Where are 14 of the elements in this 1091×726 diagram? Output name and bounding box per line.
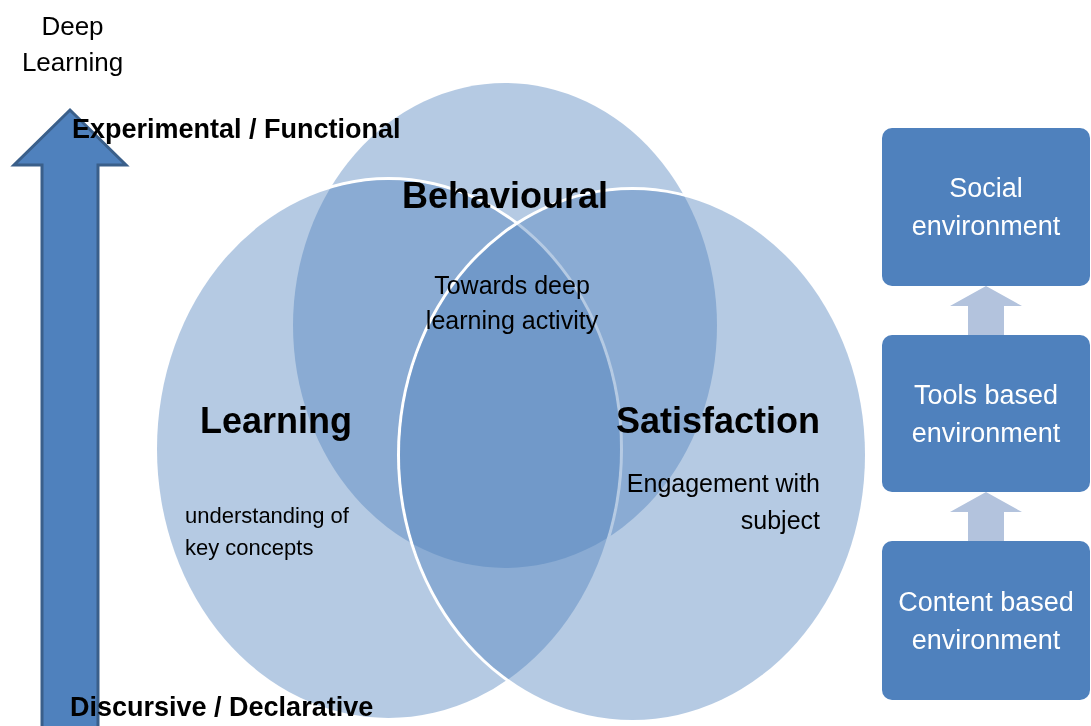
circle-description: Engagement with subject	[625, 468, 820, 536]
process-box	[882, 128, 1090, 286]
block-arrow	[950, 286, 1022, 335]
circle-description: understanding of key concepts	[185, 502, 350, 562]
circle-title: Behavioural	[400, 175, 610, 217]
process-box	[882, 335, 1090, 492]
circle-title: Learning	[200, 400, 352, 442]
box-label: Content based environment	[897, 585, 1075, 657]
circle-title: Satisfaction	[615, 400, 820, 442]
box-label: Tools based environment	[910, 378, 1062, 450]
axis-label: Deep Learning	[20, 10, 125, 79]
box-label: Social environment	[910, 172, 1062, 243]
block-arrow	[950, 492, 1022, 541]
process-box	[882, 541, 1090, 700]
